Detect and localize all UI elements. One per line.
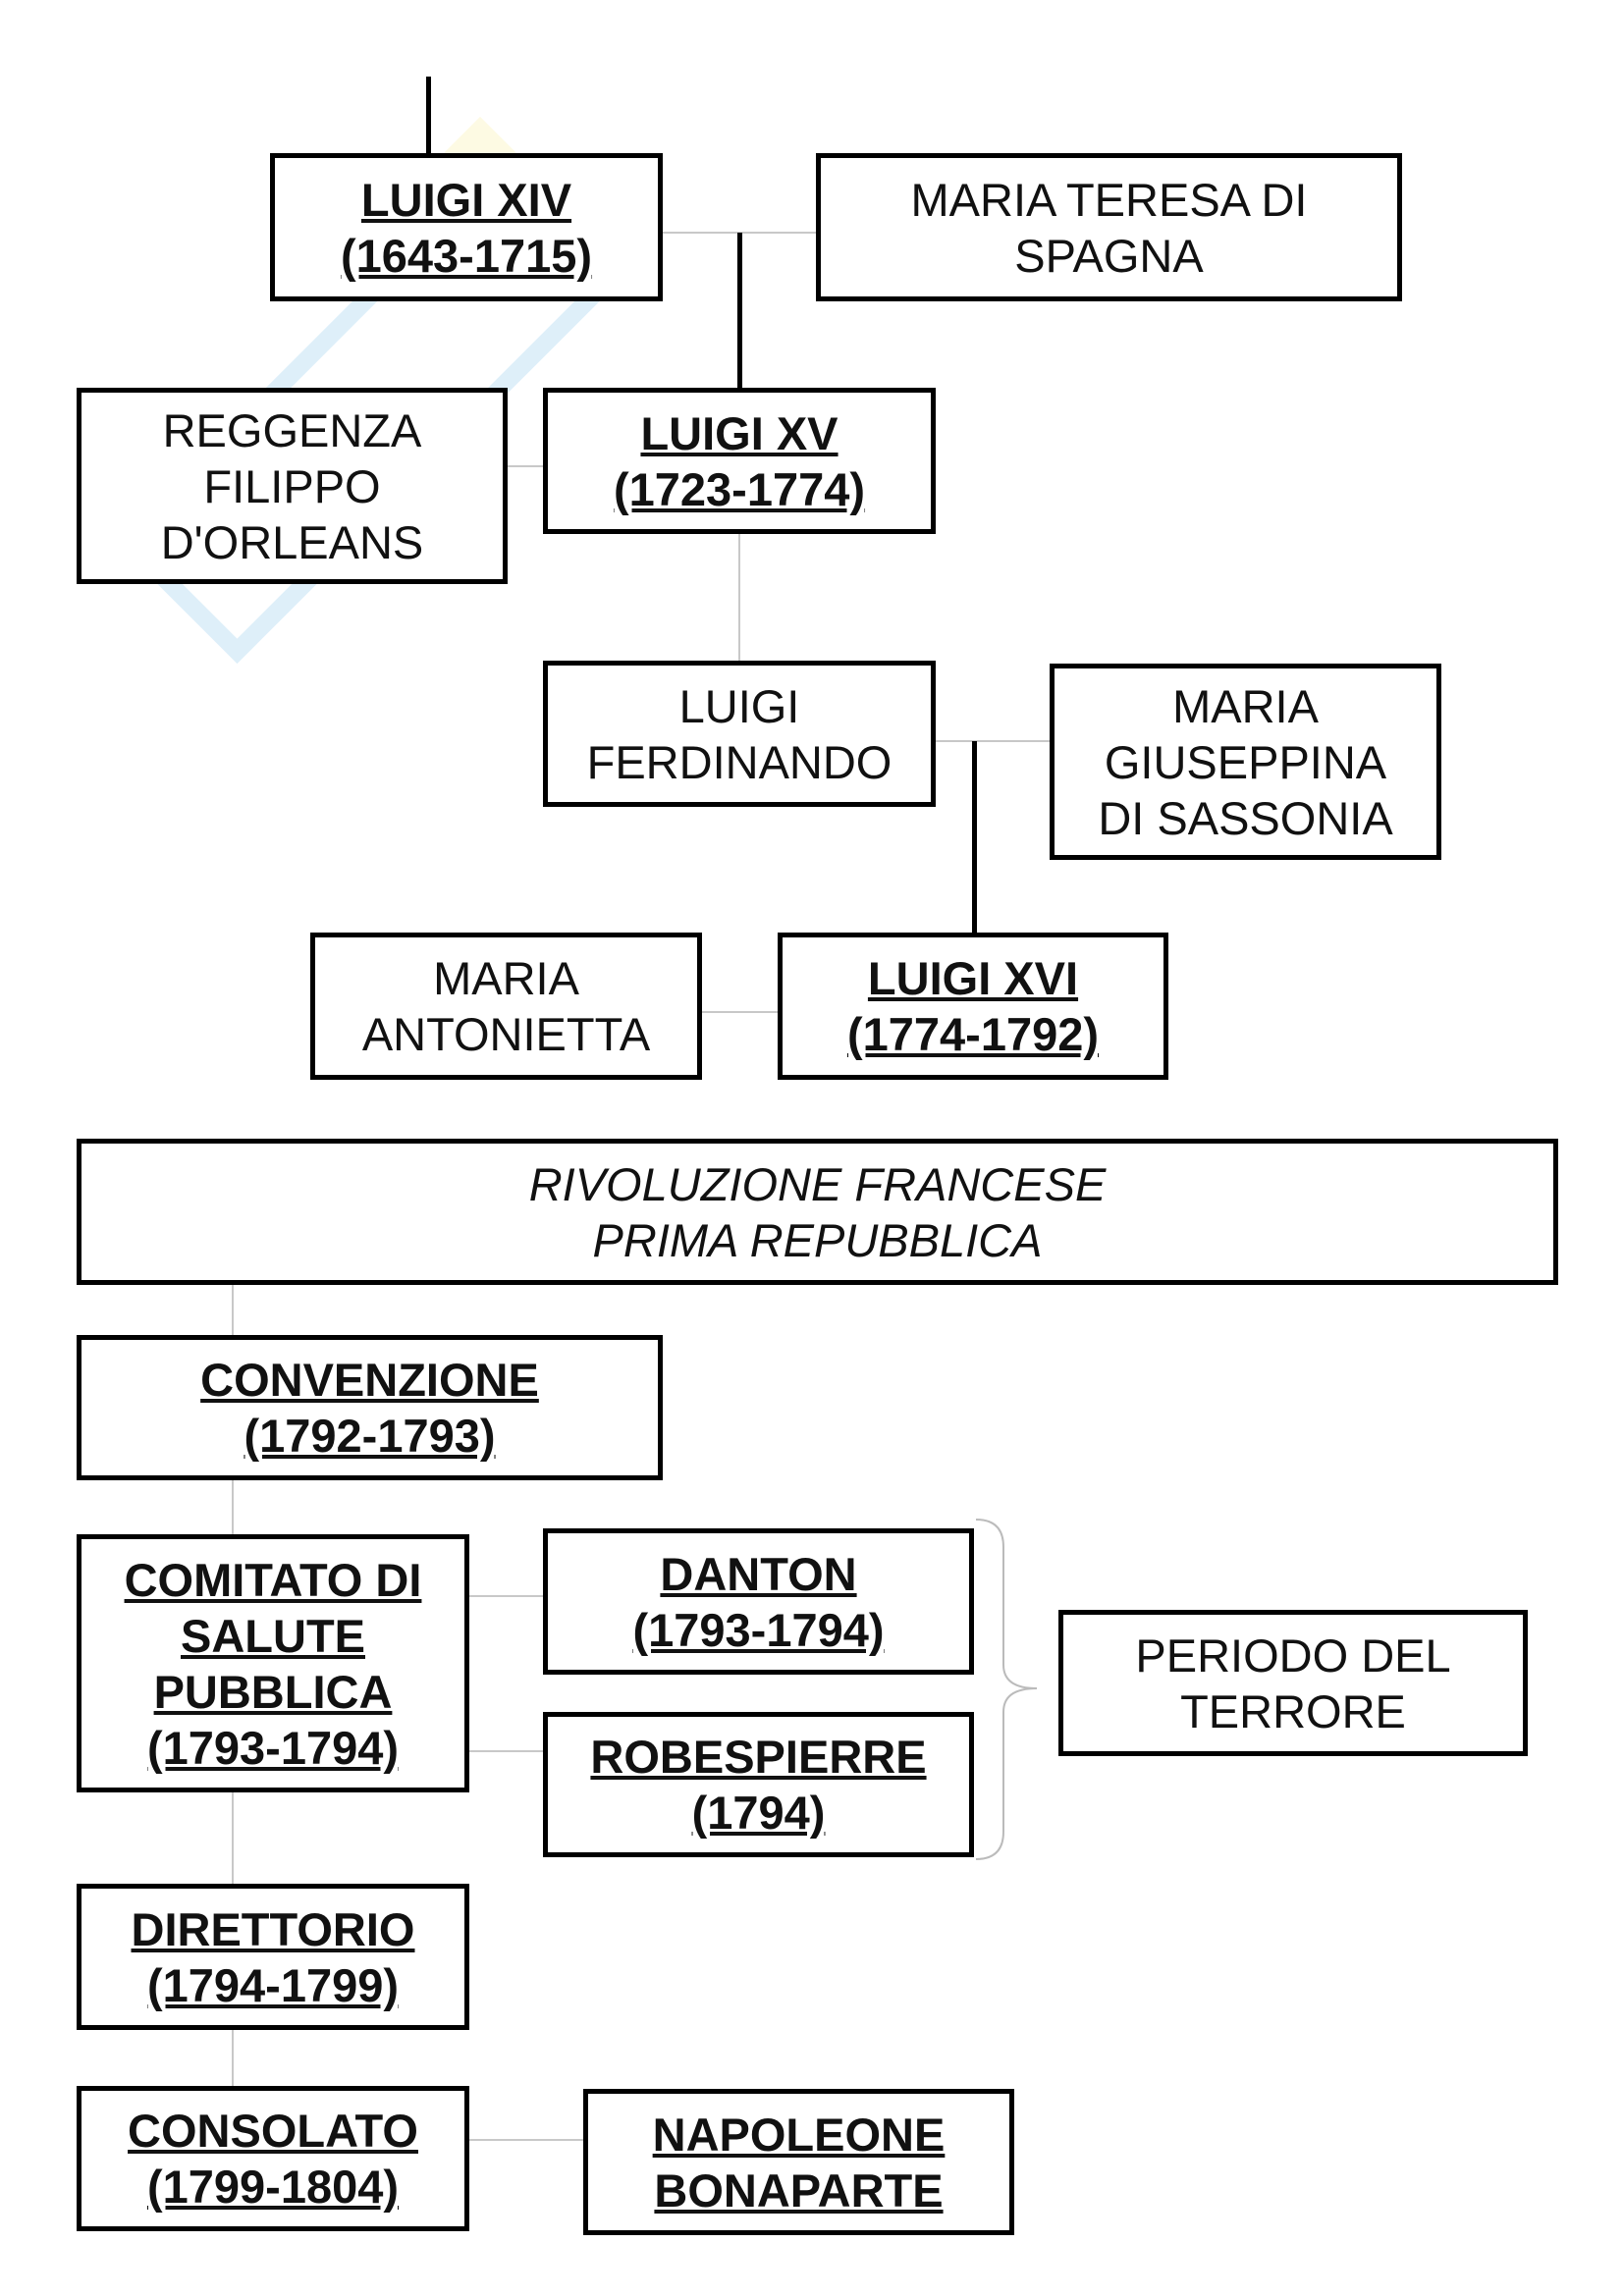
node-line: TERRORE	[1180, 1684, 1406, 1737]
node-line: LUIGI	[678, 679, 800, 732]
node-line: RIVOLUZIONE FRANCESE	[528, 1157, 1107, 1210]
line-comitato-robespierre	[469, 1750, 543, 1752]
node-years: (1643-1715)	[340, 229, 593, 282]
line-consolato-napoleone	[469, 2139, 583, 2141]
node-years: (1799-1804)	[146, 2161, 400, 2213]
node-luigi-xiv: LUIGI XIV (1643-1715)	[270, 153, 663, 301]
node-line: GIUSEPPINA	[1104, 735, 1387, 788]
line-comitato-danton	[469, 1595, 543, 1597]
node-maria-giuseppina: MARIA GIUSEPPINA DI SASSONIA	[1050, 664, 1441, 860]
line-comitato-direttorio	[232, 1792, 234, 1884]
node-consolato: CONSOLATO (1799-1804)	[77, 2086, 469, 2231]
node-name: DANTON	[660, 1547, 857, 1600]
node-years: (1793-1794)	[632, 1603, 885, 1656]
ancestor-line	[426, 77, 431, 155]
node-years: (1794)	[691, 1787, 826, 1839]
node-maria-teresa: MARIA TERESA DI SPAGNA	[816, 153, 1402, 301]
node-years: (1774-1792)	[846, 1008, 1100, 1060]
node-name: CONVENZIONE	[200, 1354, 539, 1406]
brace-icon	[975, 1519, 1038, 1860]
node-luigi-ferdinando: LUIGI FERDINANDO	[543, 661, 936, 807]
marriage-line-luigi16	[702, 1011, 778, 1013]
node-name: LUIGI XVI	[867, 952, 1079, 1004]
node-name: DIRETTORIO	[131, 1902, 415, 1955]
descent-line-luigi16	[972, 741, 977, 933]
node-years: (1793-1794)	[146, 1721, 400, 1774]
node-line: FILIPPO	[203, 459, 381, 512]
node-line: ANTONIETTA	[361, 1008, 651, 1060]
node-line: SALUTE	[181, 1609, 365, 1662]
node-line: MARIA	[433, 952, 579, 1004]
node-robespierre: ROBESPIERRE (1794)	[543, 1712, 974, 1857]
node-line: NAPOLEONE	[652, 2108, 946, 2161]
node-danton: DANTON (1793-1794)	[543, 1528, 974, 1675]
node-maria-antonietta: MARIA ANTONIETTA	[310, 933, 702, 1080]
node-convenzione: CONVENZIONE (1792-1793)	[77, 1335, 663, 1480]
node-luigi-xv: LUIGI XV (1723-1774)	[543, 388, 936, 534]
node-line: SPAGNA	[1014, 229, 1204, 282]
node-line: PUBBLICA	[153, 1665, 393, 1718]
node-years: (1792-1793)	[243, 1410, 496, 1462]
node-line: MARIA TERESA DI	[910, 173, 1308, 226]
node-name: LUIGI XIV	[360, 173, 572, 226]
node-luigi-xvi: LUIGI XVI (1774-1792)	[778, 933, 1168, 1080]
node-years: (1794-1799)	[146, 1958, 400, 2011]
node-direttorio: DIRETTORIO (1794-1799)	[77, 1884, 469, 2030]
node-line: DI SASSONIA	[1098, 791, 1393, 844]
node-rivoluzione: RIVOLUZIONE FRANCESE PRIMA REPUBBLICA	[77, 1139, 1558, 1285]
node-name: LUIGI XV	[640, 406, 839, 459]
node-reggenza: REGGENZA FILIPPO D'ORLEANS	[77, 388, 508, 584]
node-line: FERDINANDO	[586, 735, 893, 788]
marriage-line-ferdinando	[936, 740, 1050, 742]
line-rivoluzione-convenzione	[232, 1285, 234, 1335]
descent-line-luigi15	[737, 233, 742, 388]
line-direttorio-consolato	[232, 2030, 234, 2086]
node-name: ROBESPIERRE	[590, 1731, 927, 1783]
node-line: D'ORLEANS	[160, 515, 424, 568]
node-line: COMITATO DI	[124, 1553, 422, 1606]
node-line: MARIA	[1172, 679, 1319, 732]
regency-line	[508, 465, 543, 467]
node-comitato: COMITATO DI SALUTE PUBBLICA (1793-1794)	[77, 1534, 469, 1792]
node-line: REGGENZA	[162, 403, 422, 456]
node-line: BONAPARTE	[654, 2163, 944, 2216]
node-napoleone: NAPOLEONE BONAPARTE	[583, 2089, 1014, 2235]
node-line: PRIMA REPUBBLICA	[592, 1213, 1043, 1266]
descent-line-ferdinando	[738, 534, 740, 661]
node-years: (1723-1774)	[613, 462, 866, 515]
node-name: CONSOLATO	[128, 2105, 418, 2157]
node-terrore: PERIODO DEL TERRORE	[1058, 1610, 1528, 1756]
line-convenzione-comitato	[232, 1480, 234, 1534]
node-line: PERIODO DEL	[1135, 1629, 1451, 1682]
